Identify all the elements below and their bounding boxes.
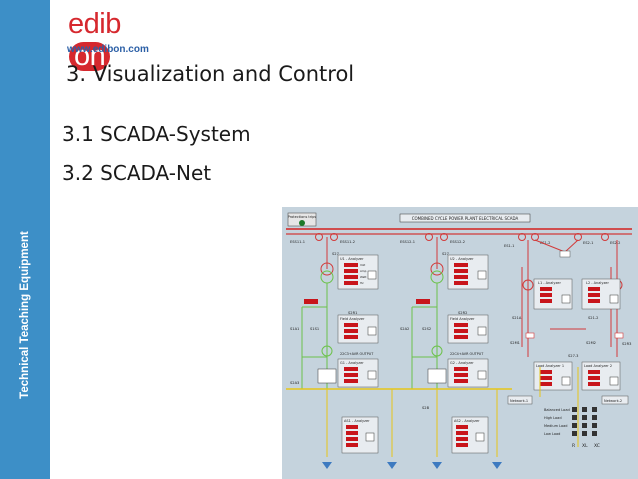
slide-title: 3. Visualization and Control (66, 62, 355, 86)
network-1-box[interactable] (507, 395, 533, 405)
meter-displays (304, 263, 600, 447)
switch-s2r1[interactable]: S2R1 (348, 311, 357, 315)
load-type-xl: XL (582, 443, 588, 449)
logo-on-badge: on (69, 42, 111, 71)
scada-header-box (399, 213, 531, 223)
bullet-scada-net: 3.2 SCADA-Net (62, 161, 212, 185)
analyzer-l2: L2 - Analyzer (586, 281, 609, 285)
load-high: High Load (544, 416, 562, 420)
switch-es1-1[interactable]: ES1-1 (504, 244, 514, 248)
unit-amp: Amp (360, 269, 367, 273)
sidebar-band: Technical Teaching Equipment (0, 0, 50, 479)
website-url[interactable]: www.edibon.com (67, 44, 149, 55)
network-1: Network-1 (510, 399, 528, 403)
switch-es1-2[interactable]: ES1-2 (540, 241, 550, 245)
analyzer-load-2: Load Analyzer 2 (584, 364, 612, 368)
switch-s2s2[interactable]: S2S2 (422, 327, 431, 331)
network-2-box[interactable] (601, 395, 629, 405)
motor-1-icon (317, 368, 337, 384)
analyzer-load-1: Load Analyzer 1 (536, 364, 564, 368)
ground-icon-4 (492, 462, 502, 469)
load-indicators[interactable] (572, 407, 597, 436)
unit-watt: Watt (360, 275, 367, 279)
breaker-2[interactable] (614, 332, 624, 339)
analyzer-field-1: Field Analyzer (340, 317, 365, 321)
switch-s27-right[interactable]: S27 (442, 252, 449, 256)
generator-g1-icon (321, 345, 333, 357)
switch-s21a[interactable]: S21A (512, 316, 522, 320)
load-type-r: R (572, 443, 575, 449)
generator-g2-icon (431, 345, 443, 357)
switch-s27-left[interactable]: S27 (332, 252, 339, 256)
analyzer-u1: U1 - Analyzer (340, 257, 364, 261)
unit-volt: Volt (360, 263, 366, 267)
switch-s2m1[interactable]: S2M1 (510, 341, 520, 345)
sidebar-label: Technical Teaching Equipment (19, 231, 31, 399)
s27c-switch[interactable] (559, 250, 571, 258)
switch-s2m2[interactable]: S2M2 (586, 341, 596, 345)
analyzer-u2: U2 - Analyzer (450, 257, 474, 261)
switch-es2-2[interactable]: ES2-2 (610, 241, 620, 245)
protections-indicator-icon[interactable] (299, 220, 305, 226)
switch-ess12-2[interactable]: ESS12-2 (450, 240, 465, 244)
bullet-scada-system: 3.1 SCADA-System (62, 122, 251, 146)
load-medium: Medium Load (544, 424, 568, 428)
switch-es2-1[interactable]: ES2-1 (583, 241, 593, 245)
edibon-logo: edibon (68, 8, 163, 71)
breaker-1[interactable] (525, 332, 535, 339)
logo-text: edib (68, 8, 121, 40)
scada-header: COMBINED CYCLE POWER PLANT ELECTRICAL SC… (412, 216, 519, 221)
network-2: Network-2 (604, 399, 622, 403)
scada-screenshot: Protections trips COMBINED CYCLE POWER P… (282, 207, 638, 479)
analyzer-field-2: Field Analyzer (450, 317, 475, 321)
analyzer-g1: G1 - Analyzer (340, 361, 364, 365)
switch-s2r2[interactable]: S2R2 (458, 311, 467, 315)
switch-s21-2[interactable]: S21-2 (588, 316, 598, 320)
switch-s27-3[interactable]: S27-3 (568, 354, 578, 358)
switch-s2b[interactable]: S2B (422, 406, 430, 410)
switch-ess12-1[interactable]: ESS12-1 (400, 240, 415, 244)
ground-icon-2 (432, 462, 442, 469)
unit-hz: Hz (360, 281, 364, 285)
top-switches (315, 233, 609, 241)
analyzer-as1: AS1 - Analyzer (344, 419, 370, 423)
motor-2-icon (427, 368, 447, 384)
transformer-u1-hv (320, 262, 334, 276)
protections-label: Protections trips (288, 215, 317, 219)
analyzer-as2: AS2 - Analyzer (454, 419, 480, 423)
transformer-l1 (522, 279, 534, 291)
ground-icon-1 (322, 462, 332, 469)
graph-icons[interactable] (365, 270, 619, 442)
ground-icon-3 (387, 462, 397, 469)
analyzer-l1: L1 - Analyzer (538, 281, 561, 285)
switch-s2a3[interactable]: S2A3 (290, 381, 299, 385)
load-type-xc: XC (594, 443, 600, 449)
analyzer-g2: G2 - Analyzer (450, 361, 474, 365)
switch-ess11-2[interactable]: ESS11-2 (340, 240, 355, 244)
switch-s1a1[interactable]: S1A1 (290, 327, 299, 331)
load-low: Low Load (544, 432, 560, 436)
output-2-label: 22C4+AVR OUTPUT (450, 352, 484, 356)
output-1-label: 22C3+AVR OUTPUT (340, 352, 374, 356)
transformer-u2-hv (430, 262, 444, 276)
switch-ess11-1[interactable]: ESS11-1 (290, 240, 305, 244)
switch-s2r3[interactable]: S2R3 (622, 342, 631, 346)
switch-s2a2[interactable]: S2A2 (400, 327, 409, 331)
bottom-feeders (326, 367, 579, 457)
load-balanced: Balanced Load (544, 408, 570, 412)
switch-s1s1[interactable]: S1S1 (310, 327, 319, 331)
